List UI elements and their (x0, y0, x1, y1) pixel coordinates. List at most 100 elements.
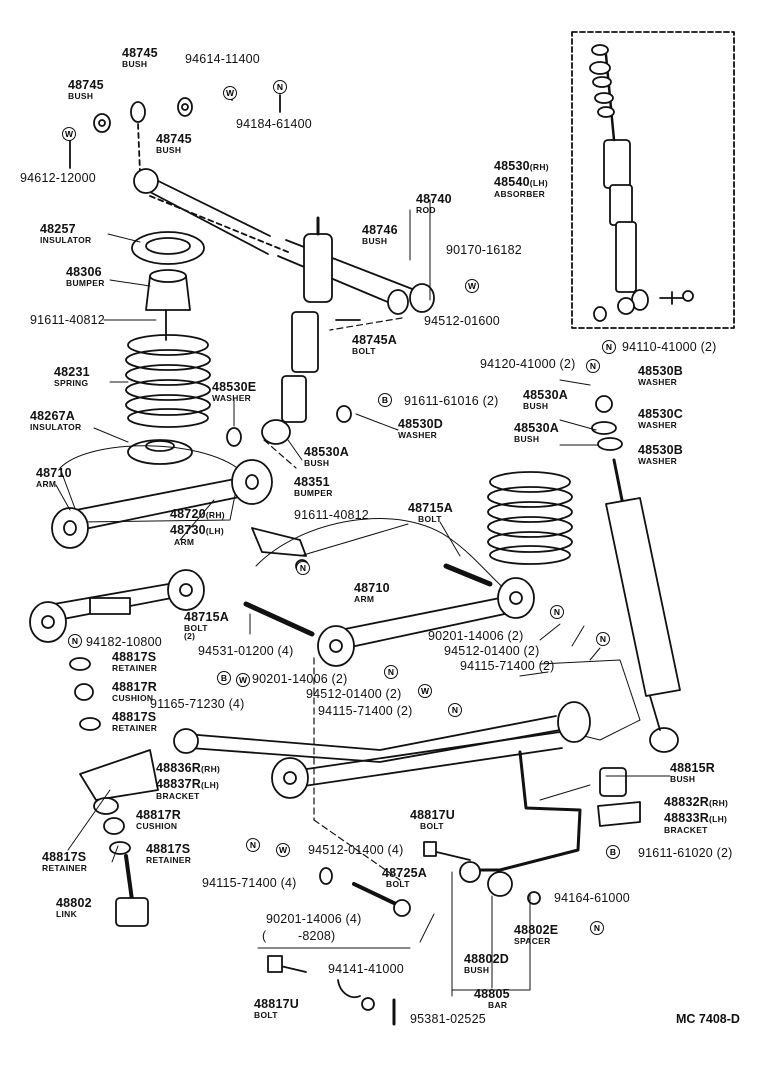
washer-symbol: W (465, 279, 479, 293)
part-name: WASHER (398, 429, 438, 440)
lateral-bar-lower (173, 701, 591, 799)
callout-94512-01400: 94512-01400 (2) (444, 644, 540, 658)
part-number: 48530A (514, 421, 559, 435)
callout-91611-61016: 91611-61016 (2) (404, 394, 499, 408)
callout-91611-40812: 91611-40812 (30, 313, 105, 327)
part-name: BUSH (304, 457, 330, 468)
part-name: BOLT (420, 820, 444, 831)
callout-94531-01200: 94531-01200 (4) (198, 644, 294, 658)
part-number: 48836R (156, 761, 201, 775)
part-name: BRACKET (156, 791, 200, 801)
side-tag: (LH) (201, 780, 220, 790)
nut-symbol: N (384, 665, 398, 679)
lower-control-arm-right (243, 563, 535, 667)
part-name: ABSORBER (494, 189, 546, 199)
part-number: 48802E (514, 923, 559, 937)
side-tag: (RH) (205, 510, 225, 520)
part-name: WASHER (638, 419, 678, 430)
part-name: BAR (488, 999, 508, 1010)
part-name: WASHER (212, 392, 252, 403)
part-number: 48817S (112, 710, 157, 724)
callout-90170-16182: 90170-16182 (446, 243, 522, 257)
part-number: 48817U (254, 997, 299, 1011)
part-name: BUSH (156, 144, 182, 155)
side-tag: (RH) (709, 798, 729, 808)
nut-symbol: N (273, 80, 287, 94)
nut-symbol: N (68, 634, 82, 648)
part-name: RETAINER (42, 862, 88, 873)
part-name: BOLT (254, 1009, 278, 1020)
callout-94512-01400: 94512-01400 (2) (306, 687, 402, 701)
part-number: 48257 (40, 222, 76, 236)
callout-94512-01400: 94512-01400 (4) (308, 843, 404, 857)
part-name: INSULATOR (30, 421, 82, 432)
part-name: BRACKET (664, 825, 708, 835)
part-name: BUSH (122, 58, 148, 69)
part-name: ROD (416, 204, 436, 215)
part-name: BUMPER (66, 277, 105, 288)
part-name: BUMPER (294, 487, 333, 498)
part-name: BUSH (68, 90, 94, 101)
nut-symbol: N (586, 359, 600, 373)
retainers-cushions (69, 657, 101, 731)
part-number: 48837R (156, 777, 201, 791)
nut-symbol: N (246, 838, 260, 852)
part-number: 48815R (670, 761, 715, 775)
part-number: 48725A (382, 866, 427, 880)
part-number: 48745 (68, 78, 104, 92)
coil-spring-right (487, 471, 573, 565)
quantity: (2) (184, 631, 196, 641)
callout-94141-41000: 94141-41000 (328, 962, 404, 976)
part-number: 48802 (56, 896, 92, 910)
part-name: BUSH (523, 400, 549, 411)
stabilizer-link (93, 797, 149, 927)
callout-48836r-48837r: 48836R(RH) 48837R(LH) BRACKET (156, 760, 220, 801)
callout-94164-61000: 94164-61000 (554, 891, 630, 905)
part-number: 48715A (184, 610, 229, 624)
shock-absorber-small (589, 44, 694, 322)
lower-bolts (267, 841, 471, 1026)
lateral-rod (133, 168, 435, 315)
stabilizer-bush-bracket (597, 767, 641, 827)
part-number: 48832R (664, 795, 709, 809)
part-name: BUSH (464, 964, 490, 975)
callout-94184-61400: 94184-61400 (236, 117, 312, 131)
part-name: BOLT (418, 513, 442, 524)
part-number: 48530C (638, 407, 683, 421)
nut-symbol: N (602, 340, 616, 354)
part-number: 48817S (42, 850, 87, 864)
callout-94115-71400: 94115-71400 (2) (318, 704, 413, 718)
part-name: SPACER (514, 935, 551, 946)
part-number: 48530B (638, 443, 683, 457)
part-number: 48710 (36, 466, 72, 480)
part-name: SPRING (54, 377, 89, 388)
shock-absorber-right (591, 395, 681, 753)
nut-symbol: N (448, 703, 462, 717)
part-number: 48530A (523, 388, 568, 402)
part-number: 48805 (474, 987, 510, 1001)
absorber-kit-frame (571, 31, 735, 329)
callout-94120-41000: 94120-41000 (2) (480, 357, 576, 371)
body-outline-right (539, 659, 641, 741)
callout-48530-48540: 48530(RH) 48540(LH) ABSORBER (494, 158, 549, 199)
callout-94612-12000: 94612-12000 (20, 171, 96, 185)
part-number: 48351 (294, 475, 330, 489)
part-name: BUSH (670, 773, 696, 784)
part-number: 48530 (494, 159, 530, 173)
coil-spring-left (125, 231, 211, 465)
